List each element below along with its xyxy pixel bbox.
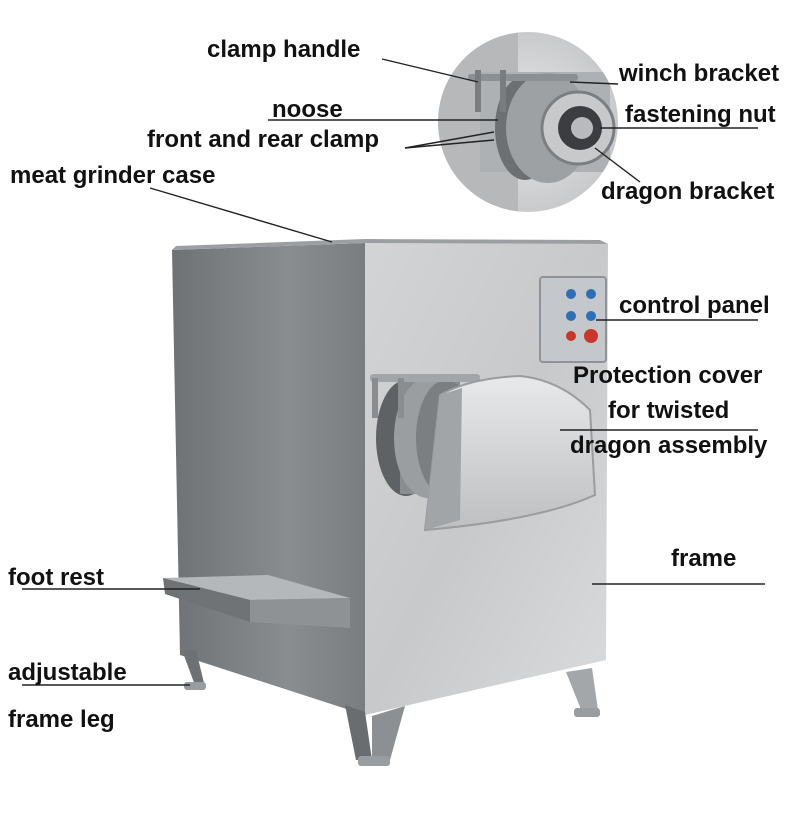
label-noose: noose [272,96,343,123]
leader-lines [22,58,765,686]
label-dragon-bracket: dragon bracket [601,178,775,205]
label-protection-cover-line3: dragon assembly [570,432,768,459]
label-foot-rest: foot rest [8,564,104,591]
label-front-rear-clamp: front and rear clamp [147,126,380,153]
label-adjustable-line2: frame leg [8,706,115,733]
label-control-panel: control panel [619,292,770,319]
label-fastening-nut: fastening nut [625,101,776,128]
grinder-head-closeup-inset [438,32,618,212]
meat-grinder-machine [163,239,608,766]
label-protection-cover-line1: Protection cover [573,362,763,389]
label-adjustable-line1: adjustable [8,659,127,686]
label-protection-cover-line2: for twisted [608,397,730,424]
label-frame: frame [671,545,737,572]
label-winch-bracket: winch bracket [619,60,780,87]
label-meat-grinder-case: meat grinder case [10,162,216,189]
label-clamp-handle: clamp handle [207,36,361,63]
